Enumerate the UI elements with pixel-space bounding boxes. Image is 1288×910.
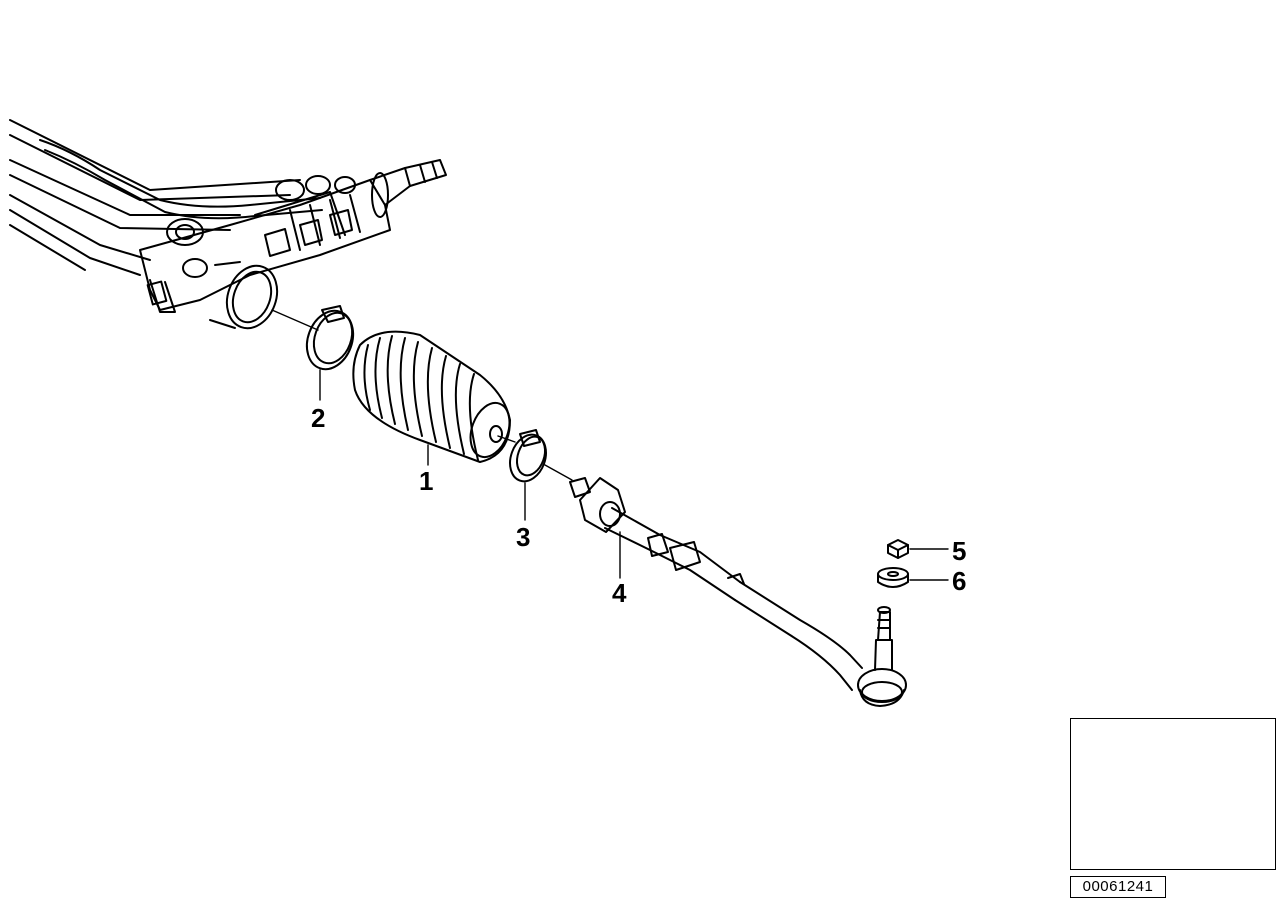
clamp-outer-part xyxy=(305,305,355,371)
tie-rod-part xyxy=(569,477,907,707)
callout-1: 1 xyxy=(419,466,434,496)
reference-frame xyxy=(1070,718,1276,870)
callout-5: 5 xyxy=(952,536,967,566)
callout-3: 3 xyxy=(516,522,531,552)
callout-6: 6 xyxy=(952,566,967,596)
axis-line-housing xyxy=(271,309,319,331)
callout-4: 4 xyxy=(612,578,627,608)
axis-line-clamp xyxy=(544,464,573,481)
diagram-id-label: 00061241 xyxy=(1070,876,1166,898)
callout-2: 2 xyxy=(311,403,326,433)
washer-part xyxy=(877,567,909,588)
nut-part xyxy=(887,539,909,559)
axis-line-bellows xyxy=(497,435,516,443)
bellows-part xyxy=(352,330,511,463)
clamp-inner-part xyxy=(509,429,547,483)
steering-rack-housing xyxy=(9,119,447,330)
